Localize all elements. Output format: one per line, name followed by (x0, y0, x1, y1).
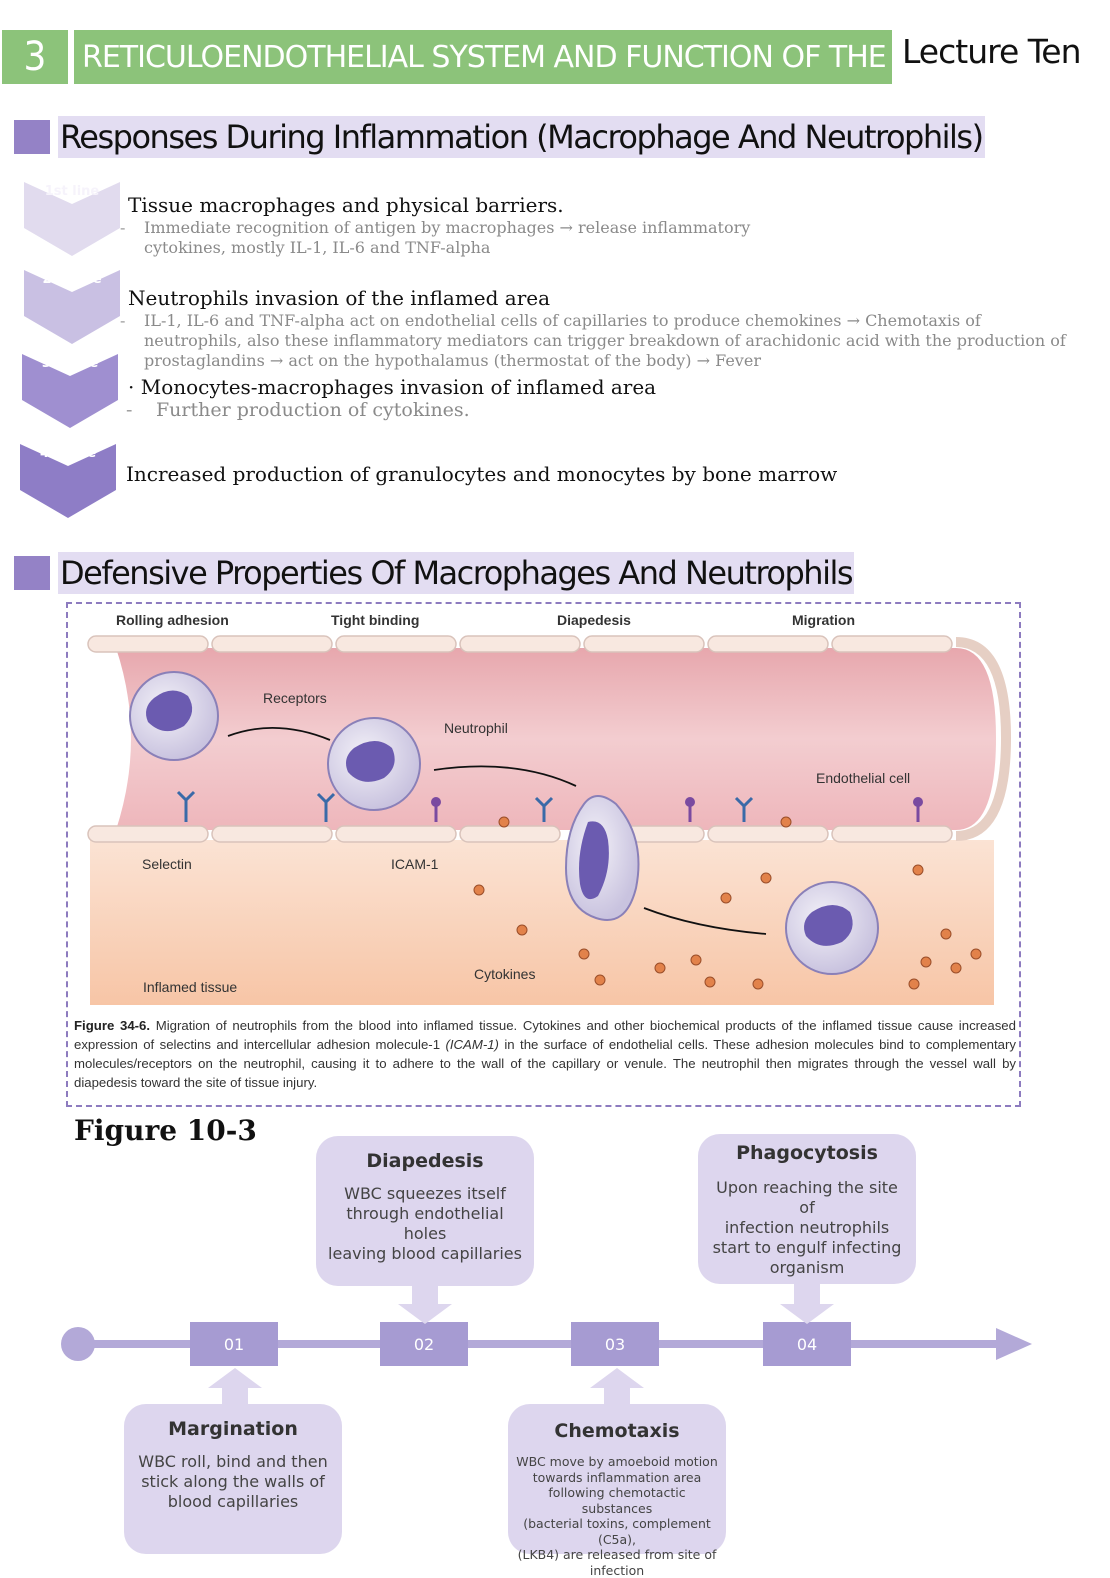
section-title-defensive: Defensive Properties Of Macrophages And … (58, 552, 855, 594)
arrow-up-icon (208, 1368, 262, 1408)
figure-frame (66, 602, 1021, 1107)
timeline-step-02: 02 (380, 1322, 468, 1366)
card-phagocytosis: Phagocytosis Upon reaching the site of i… (698, 1134, 916, 1284)
line3-title: · Monocytes-macrophages invasion of infl… (128, 375, 657, 399)
stage-rolling-adhesion: Rolling adhesion (116, 612, 229, 628)
label-endothelial-cell: Endothelial cell (816, 770, 911, 786)
section-marker (14, 556, 50, 590)
section-marker (14, 120, 50, 154)
stage-migration: Migration (792, 612, 855, 628)
line2-detail: -IL-1, IL-6 and TNF-alpha act on endothe… (120, 311, 1066, 370)
arrow-up-icon (590, 1368, 644, 1408)
card-title: Phagocytosis (736, 1142, 878, 1164)
timeline-axis (61, 1327, 1032, 1361)
badge-3rd-line: 3rd line (41, 356, 99, 371)
card-text: Upon reaching the site of infection neut… (712, 1178, 902, 1277)
label-inflamed-tissue: Inflamed tissue (143, 979, 238, 995)
section-number: 3 (2, 30, 68, 84)
card-text: WBC move by amoeboid motion towards infl… (516, 1454, 718, 1578)
label-cytokines: Cytokines (474, 966, 536, 982)
chevron-3rd-line: 3rd line (22, 354, 118, 430)
section-title-inflammation: Responses During Inflammation (Macrophag… (58, 116, 985, 158)
stage-diapedesis: Diapedesis (557, 612, 631, 628)
line4-title: Increased production of granulocytes and… (126, 462, 838, 486)
card-chemotaxis: Chemotaxis WBC move by amoeboid motion t… (508, 1404, 726, 1578)
badge-1st-line: 1st line (44, 184, 100, 199)
figure-number-label: Figure 10-3 (74, 1114, 257, 1147)
line1-detail: -Immediate recognition of antigen by mac… (120, 218, 751, 257)
card-title: Diapedesis (366, 1150, 484, 1172)
card-text: WBC squeezes itself through endothelial … (328, 1184, 522, 1263)
chevron-1st-line: 1st line (24, 182, 120, 258)
figure-caption: Figure 34-6. Migration of neutrophils fr… (74, 1018, 1016, 1090)
card-margination: Margination WBC roll, bind and then stic… (124, 1404, 342, 1554)
badge-4th-line: 4th line (39, 446, 97, 461)
line1-title: Tissue macrophages and physical barriers… (128, 193, 564, 217)
label-receptors: Receptors (263, 690, 327, 706)
card-diapedesis: Diapedesis WBC squeezes itself through e… (316, 1136, 534, 1286)
stage-tight-binding: Tight binding (331, 612, 420, 628)
label-icam-1: ICAM-1 (391, 856, 439, 872)
chevron-2nd-line: 2nd line (24, 270, 120, 346)
label-neutrophil: Neutrophil (444, 720, 508, 736)
chevron-4th-line: 4th line (20, 444, 116, 520)
card-text: WBC roll, bind and then stick along the … (138, 1452, 328, 1511)
line2-title: Neutrophils invasion of the inflamed are… (128, 286, 551, 310)
arrow-down-icon (398, 1284, 452, 1324)
badge-2nd-line: 2nd line (42, 272, 102, 287)
line3-detail: -Further production of cytokines. (126, 399, 470, 421)
document-title: RETICULOENDOTHELIAL SYSTEM AND FUNCTION … (74, 30, 1003, 84)
label-selectin: Selectin (142, 856, 192, 872)
card-title: Margination (168, 1418, 298, 1440)
lecture-label: Lecture Ten (902, 32, 1082, 71)
arrow-down-icon (780, 1284, 834, 1324)
timeline-step-03: 03 (571, 1322, 659, 1366)
card-title: Chemotaxis (554, 1420, 680, 1442)
timeline-step-01: 01 (190, 1322, 278, 1366)
timeline-step-04: 04 (763, 1322, 851, 1366)
neutrophil-migration-illustration (87, 635, 1012, 1005)
